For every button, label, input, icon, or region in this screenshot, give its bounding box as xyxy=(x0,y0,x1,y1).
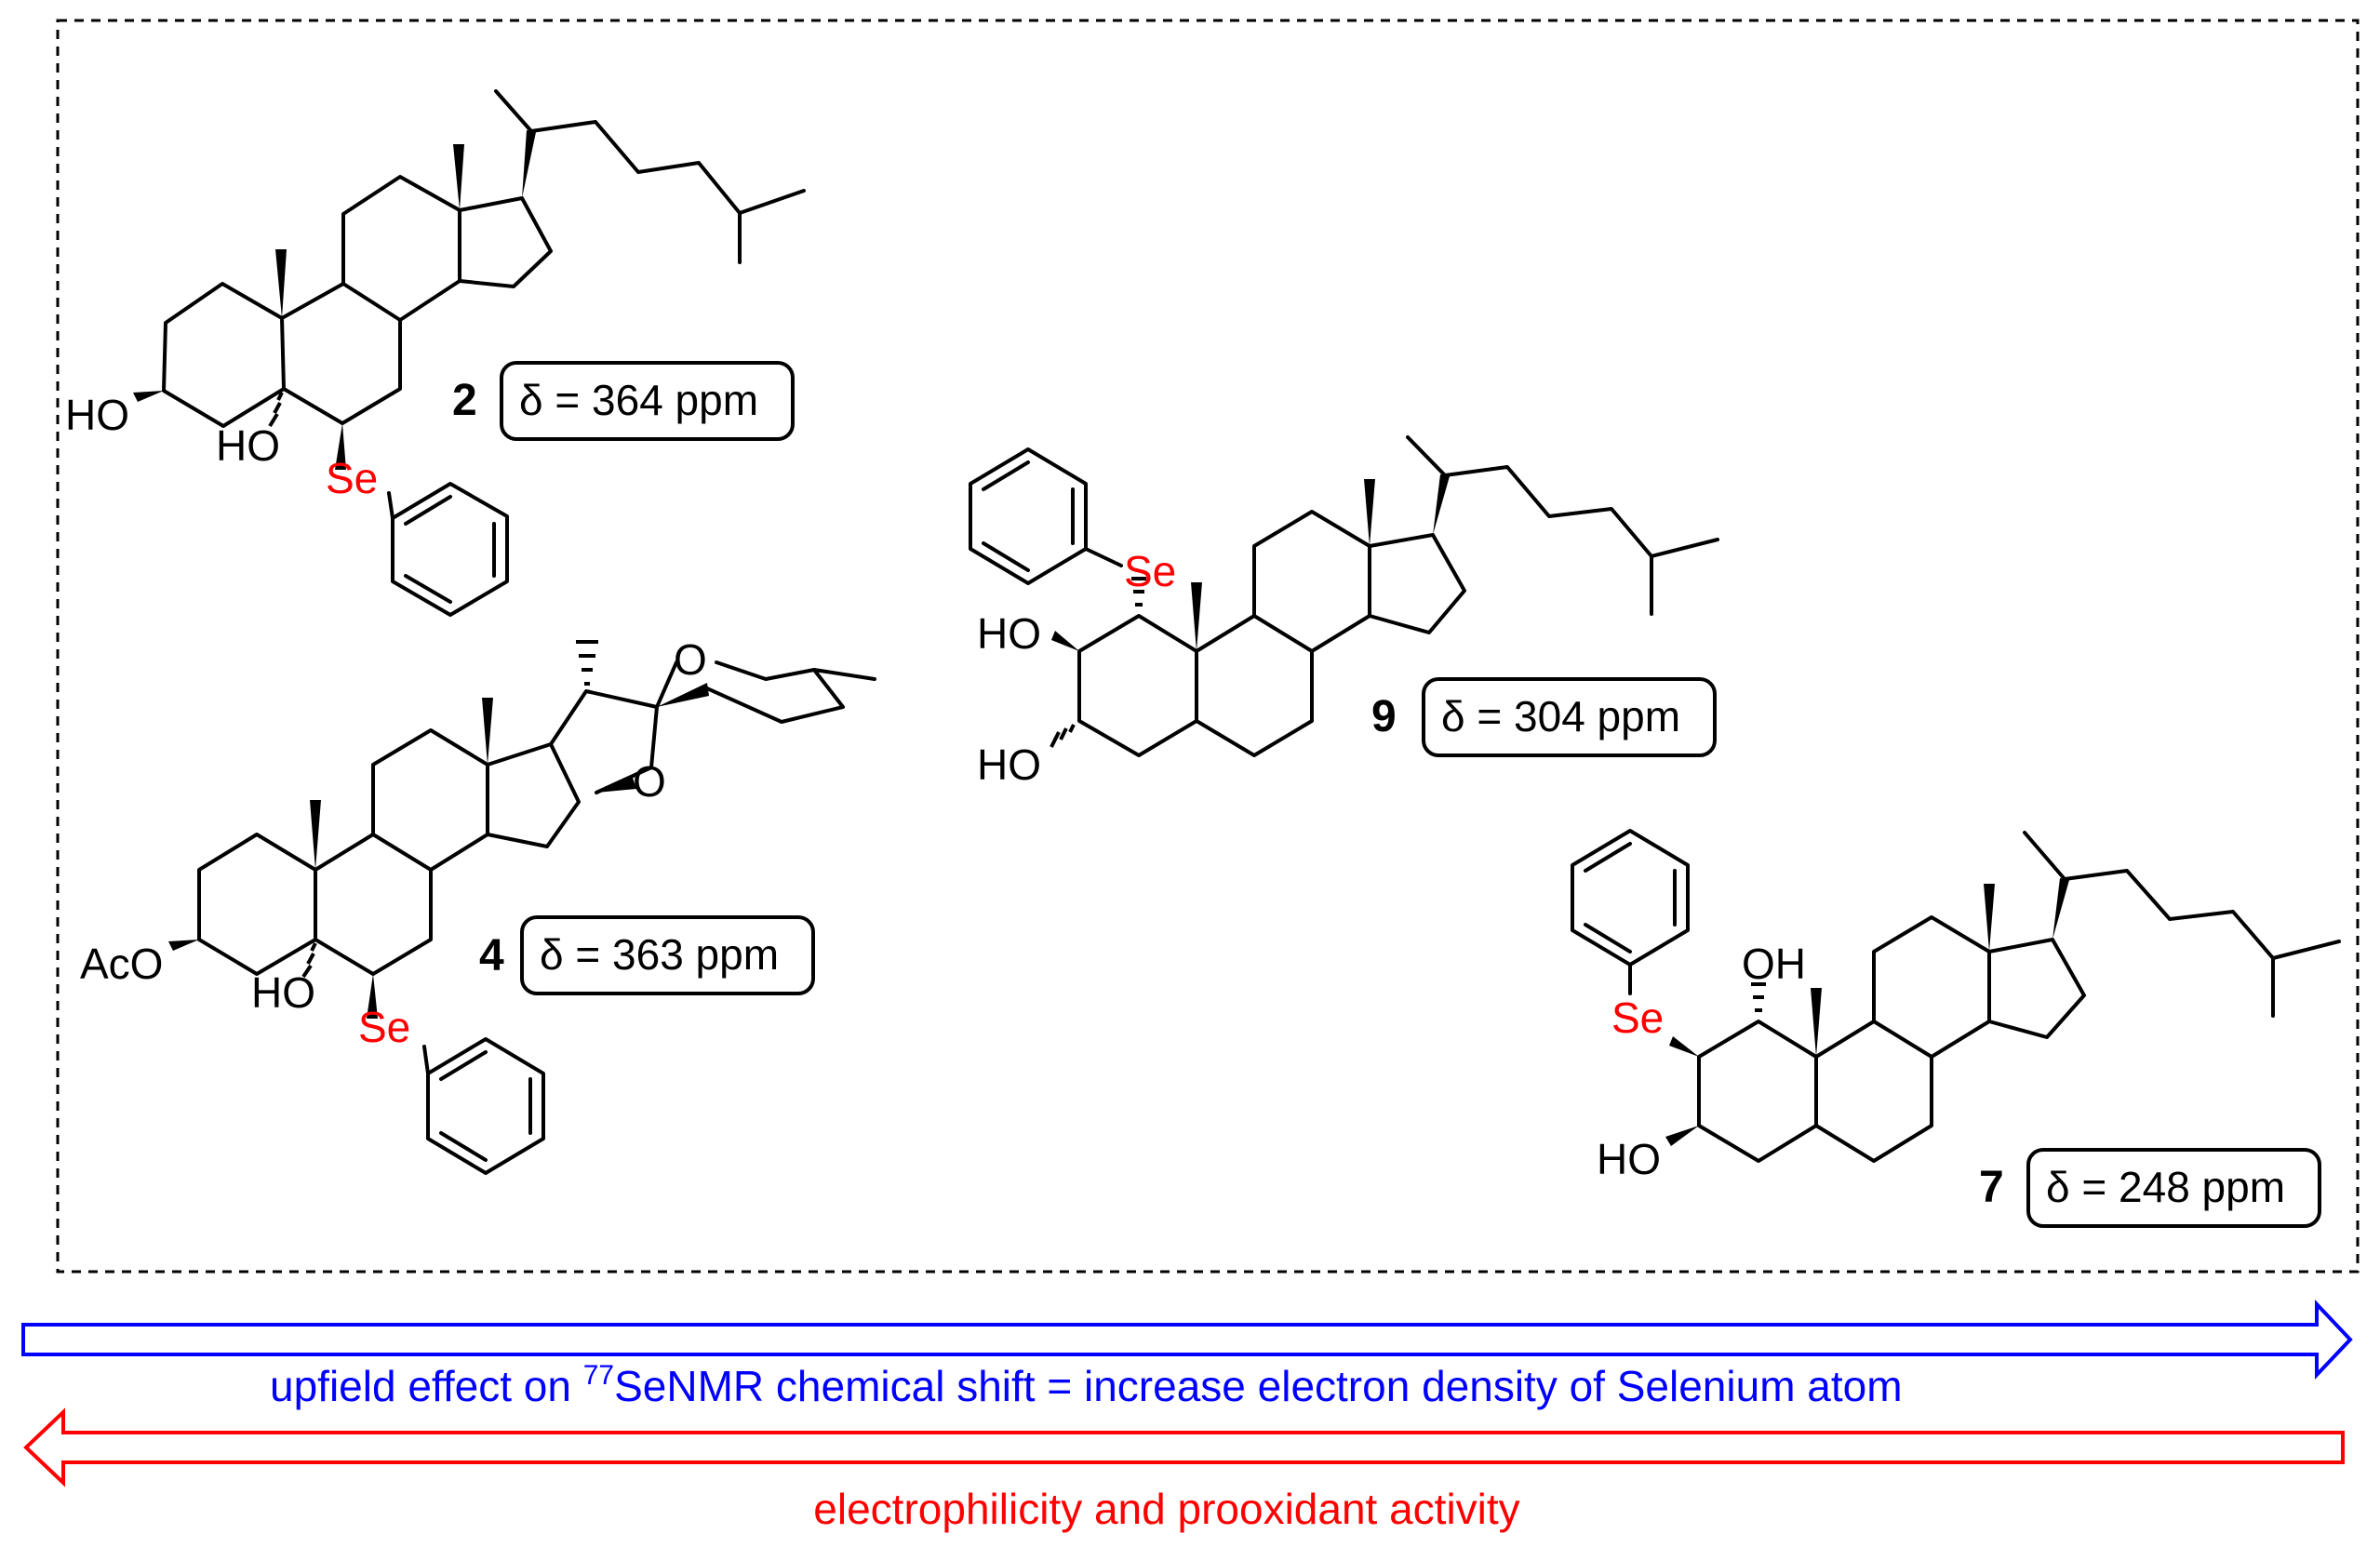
c2-ho-5: HO xyxy=(216,421,280,470)
compound-7-shift-box xyxy=(2026,1148,2321,1228)
c4-aco-3: AcO xyxy=(80,940,163,988)
compound-7-structure xyxy=(1571,829,2341,1163)
c4-o-pyran: O xyxy=(674,635,707,684)
upfield-caption: upfield effect on 77SeNMR chemical shift… xyxy=(270,1360,1903,1410)
c7-ho-3: HO xyxy=(1597,1135,1661,1183)
compound-2-shift: δ = 364 ppm xyxy=(519,376,758,424)
upfield-arrow xyxy=(21,1299,2353,1380)
compound-4-shift-box xyxy=(520,915,815,995)
c2-se: Se xyxy=(326,454,378,502)
c9-ho-2: HO xyxy=(977,609,1041,658)
c4-se: Se xyxy=(358,1003,410,1051)
c4-o-furan: O xyxy=(633,757,666,806)
compound-9-number: 9 xyxy=(1371,692,1397,741)
c7-se: Se xyxy=(1611,994,1664,1042)
compound-2-number: 2 xyxy=(452,376,477,425)
compound-4-number: 4 xyxy=(479,931,504,980)
compound-2-structure xyxy=(133,89,806,617)
compound-7-shift: δ = 248 ppm xyxy=(2046,1163,2285,1211)
c9-se: Se xyxy=(1124,547,1176,595)
compound-9-shift: δ = 304 ppm xyxy=(1441,692,1680,740)
c9-ho-3: HO xyxy=(977,740,1041,789)
compound-9-structure xyxy=(969,435,1719,757)
electrophilicity-arrow xyxy=(23,1407,2345,1487)
compound-7-number: 7 xyxy=(1979,1163,2004,1212)
c2-ho-3: HO xyxy=(65,391,129,439)
compound-9-shift-box xyxy=(1422,677,1717,757)
upfield-caption-suffix: SeNMR chemical shift = increase electron… xyxy=(614,1362,1902,1410)
upfield-caption-prefix: upfield effect on xyxy=(270,1362,583,1410)
compound-4-structure xyxy=(168,640,876,1175)
c4-ho-5: HO xyxy=(251,968,315,1017)
c7-oh-1: OH xyxy=(1742,940,1806,988)
electrophilicity-caption: electrophilicity and prooxidant activity xyxy=(813,1485,1519,1533)
compound-4-shift: δ = 363 ppm xyxy=(540,930,779,979)
upfield-caption-superscript: 77 xyxy=(583,1360,614,1391)
compound-2-shift-box xyxy=(500,361,795,441)
